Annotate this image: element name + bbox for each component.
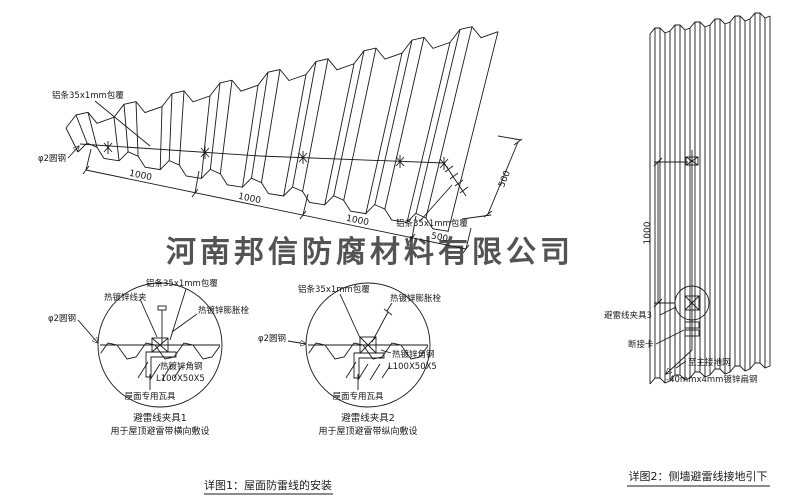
- disconnect-link-plate: [684, 329, 700, 337]
- lightning-wire: [79, 143, 467, 197]
- angle-steel: [353, 352, 385, 379]
- leader-line: [419, 184, 453, 222]
- bolt-head: [157, 305, 167, 311]
- wall-clamp3-label: 避雷线夹具3: [604, 310, 652, 321]
- d1-title: 避雷线夹具1: [133, 412, 187, 424]
- roof-isometric-view: 铝条35x1mm包覆 φ2圆钢 铝条35x1mm包覆 1000 1000 100…: [38, 26, 523, 254]
- d2-subtitle: 用于屋顶避雷带纵向敷设: [318, 425, 417, 437]
- dim-1000-c: 1000: [345, 214, 370, 228]
- detail-circle-1-section: [100, 305, 220, 381]
- leader-line: [380, 349, 392, 354]
- leader-line: [655, 329, 685, 345]
- detail-circle-1-outline: [97, 282, 223, 408]
- leader-line: [169, 288, 187, 341]
- detail-circle-2-section: [308, 308, 428, 381]
- wall-dimension: 1000: [643, 157, 688, 308]
- leader-line: [675, 360, 687, 369]
- angle-steel: [145, 351, 177, 378]
- side-wall-view: 1000 避雷线夹具3 断接卡 至主接地网 -40mmx4mm镀锌扁钢: [604, 12, 771, 385]
- leader-line: [139, 298, 158, 338]
- d1-angle-spec-label: L100X50X5: [156, 374, 205, 384]
- bolt-head: [383, 308, 393, 316]
- caption-detail-2: 详图2：侧墙避雷线接地引下: [629, 469, 768, 483]
- conductor-clamp-mid: [684, 295, 700, 311]
- hatch-lines: [137, 361, 183, 381]
- wall-dim-1000: 1000: [643, 221, 653, 244]
- leader-line: [287, 341, 306, 344]
- leader-line: [67, 146, 79, 159]
- d2-angle-spec-label: L100X50X5: [388, 362, 437, 372]
- roof-strip-label-right: 铝条35x1mm包覆: [396, 218, 468, 229]
- to-ground-arrow: [666, 349, 693, 374]
- roof-corrugation-ridge-lines: [65, 26, 499, 233]
- dim-1000-a: 1000: [128, 169, 153, 183]
- detail-circle-1: 热镀锌线夹 铝条35x1mm包覆 热镀锌膨胀栓 φ2圆钢 热镀锌角钢 L100X…: [48, 278, 250, 437]
- leader-line: [386, 302, 393, 312]
- leader-line: [94, 100, 151, 147]
- roof-bottom-dimension: 1000 1000 1000 500: [82, 148, 472, 254]
- d1-round-steel-label: φ2圆钢: [48, 313, 76, 324]
- d1-strip-label: 铝条35x1mm包覆: [146, 278, 218, 289]
- captions: 详图1：屋面防雷线的安装 详图2：侧墙避雷线接地引下: [204, 469, 770, 495]
- caption-detail-1: 详图1：屋面防雷线的安装: [204, 478, 332, 492]
- conductor-clamp-top: [685, 156, 699, 166]
- wall-to-ground-label: 至主接地网: [688, 357, 731, 368]
- d1-roof-fixture-label: 屋面专用瓦具: [124, 391, 176, 402]
- roof-right-dimension: 500: [461, 135, 523, 220]
- d1-expansion-bolt-label: 热镀锌膨胀栓: [198, 305, 250, 316]
- wall-flat-steel-label: -40mmx4mm镀锌扁钢: [666, 374, 757, 385]
- d1-angle-steel-label: 热镀锌角钢: [160, 361, 203, 372]
- wire-end-hatch: [444, 165, 469, 194]
- d2-expansion-bolt-label: 热镀锌膨胀栓: [390, 293, 442, 304]
- d1-subtitle: 用于屋顶避雷带横向敷设: [110, 425, 209, 437]
- dim-1000-b: 1000: [237, 192, 262, 206]
- leader-line: [77, 319, 98, 343]
- expansion-bolt: [371, 311, 389, 343]
- disconnect-link-plate: [684, 321, 700, 329]
- d1-wire-clamp-label: 热镀锌线夹: [104, 292, 147, 303]
- d2-angle-steel-label: 热镀锌角钢: [392, 349, 435, 360]
- hatch-lines: [345, 361, 391, 381]
- leader-line: [339, 293, 361, 339]
- dim-500-right: 500: [497, 169, 513, 189]
- roof-round-steel-label: φ2圆钢: [38, 153, 66, 164]
- detail-circle-2: 铝条35x1mm包覆 热镀锌膨胀栓 φ2圆钢 热镀锌角钢 L100X50X5 屋…: [258, 282, 442, 437]
- wall-corrugation-ribs: [649, 13, 771, 384]
- leader-line: [171, 313, 198, 333]
- d2-roof-fixture-label: 屋面专用瓦具: [332, 391, 384, 402]
- dim-500-bottom: 500: [430, 231, 449, 244]
- company-watermark: 河南邦信防腐材料有限公司: [166, 235, 574, 270]
- wire-clamp-marks: [103, 141, 449, 170]
- roof-strip-label-top: 铝条35x1mm包覆: [52, 90, 124, 101]
- d2-strip-label: 铝条35x1mm包覆: [298, 284, 370, 295]
- d2-round-steel-label: φ2圆钢: [258, 333, 286, 344]
- wall-disconnect-label: 断接卡: [628, 339, 654, 350]
- d2-title: 避雷线夹具2: [341, 412, 395, 424]
- leader-line: [659, 306, 677, 316]
- roof-sheet-profile: [308, 342, 428, 360]
